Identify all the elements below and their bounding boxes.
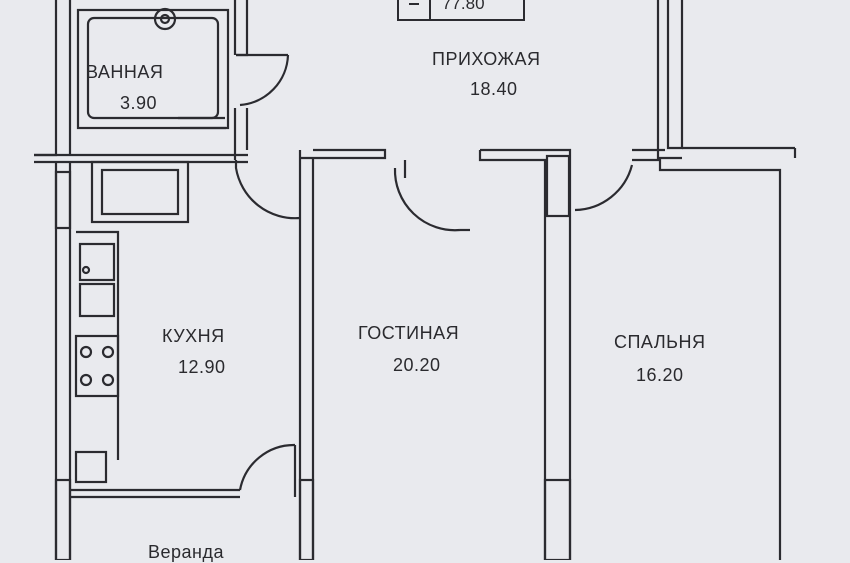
- left-wall: [54, 162, 72, 560]
- room-area-bedroom: 16.20: [636, 365, 684, 385]
- bedroom-door: [574, 164, 634, 212]
- wall-kitchen-living: [234, 148, 387, 560]
- total-area: 77.80: [398, 0, 524, 20]
- kitchen-counter: [74, 230, 120, 484]
- room-area-kitchen: 12.90: [178, 357, 226, 377]
- room-label-veranda: Веранда: [148, 542, 224, 562]
- room-area-bathroom: 3.90: [120, 93, 158, 113]
- living-door: [393, 160, 470, 232]
- room-label-bathroom: ВАННАЯ: [86, 62, 164, 82]
- room-label-hallway: ПРИХОЖАЯ: [432, 49, 541, 69]
- right-walls: [632, 0, 797, 560]
- room-label-bedroom: СПАЛЬНЯ: [614, 332, 706, 352]
- bathtub: [76, 7, 230, 130]
- veranda-door: [70, 443, 297, 499]
- room-label-kitchen: КУХНЯ: [162, 326, 225, 346]
- room-label-living: ГОСТИНАЯ: [358, 323, 460, 343]
- room-area-living: 20.20: [393, 355, 441, 375]
- total-area-value: 77.80: [442, 0, 485, 13]
- bathroom-door: [236, 53, 290, 107]
- total-area-box: [397, 0, 525, 21]
- wall-living-bedroom: [478, 148, 572, 560]
- kitchen-cabinet: [90, 160, 190, 224]
- room-area-hallway: 18.40: [470, 79, 518, 99]
